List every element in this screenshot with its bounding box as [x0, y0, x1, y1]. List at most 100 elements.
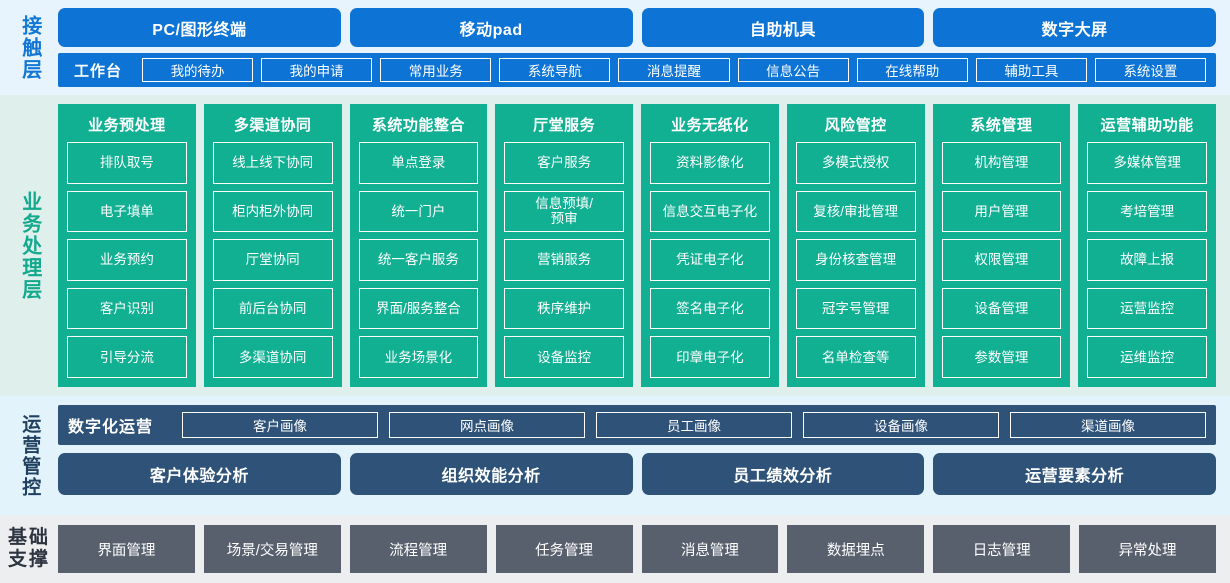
business-item[interactable]: 统一门户 [358, 190, 479, 233]
business-item[interactable]: 营销服务 [504, 239, 624, 281]
portrait-device[interactable]: 设备画像 [803, 412, 1000, 438]
channel-chip-digital-screen[interactable]: 数字大屏 [933, 8, 1216, 47]
business-item[interactable]: 多模式授权 [795, 142, 916, 184]
business-layer-label: 业务处理层 [0, 95, 58, 396]
digital-operations-row: 数字化运营 客户画像 网点画像 员工画像 设备画像 渠道画像 [58, 405, 1216, 445]
access-layer-label: 接触层 [0, 0, 58, 95]
analysis-org-efficiency[interactable]: 组织效能分析 [349, 453, 633, 495]
business-item[interactable]: 统一客户服务 [358, 239, 479, 281]
base-item-log-management[interactable]: 日志管理 [933, 525, 1071, 573]
analysis-employee-performance[interactable]: 员工绩效分析 [641, 453, 925, 495]
workbench-button-common-business[interactable]: 常用业务 [380, 58, 492, 82]
business-column-title: 系统功能整合 [371, 117, 465, 134]
workbench-button-message-alert[interactable]: 消息提醒 [618, 58, 730, 82]
business-item[interactable]: 秩序维护 [504, 287, 624, 330]
business-item[interactable]: 电子填单 [67, 190, 187, 233]
business-column-title: 业务无纸化 [671, 117, 749, 134]
business-item[interactable]: 单点登录 [358, 142, 479, 184]
base-item-exception-handling[interactable]: 异常处理 [1079, 525, 1216, 573]
business-item[interactable]: 界面/服务整合 [358, 287, 479, 330]
business-item[interactable]: 机构管理 [941, 142, 1062, 184]
business-column-items: 资料影像化 信息交互电子化 凭证电子化 签名电子化 印章电子化 [650, 142, 770, 378]
business-column-title: 风险管控 [824, 117, 887, 134]
workbench-button-aux-tools[interactable]: 辅助工具 [975, 58, 1087, 82]
business-layer-body: 业务预处理 排队取号 电子填单 业务预约 客户识别 引导分流 多渠道协同 线上线… [58, 95, 1230, 396]
operations-layer-label: 运营管控 [0, 396, 58, 515]
business-item[interactable]: 故障上报 [1087, 239, 1207, 281]
base-item-process-management[interactable]: 流程管理 [349, 525, 487, 573]
business-item[interactable]: 名单检查等 [795, 336, 916, 378]
workbench-button-online-help[interactable]: 在线帮助 [856, 58, 968, 82]
business-item[interactable]: 引导分流 [67, 336, 187, 378]
base-layer-label-text: 基础支撑 [8, 527, 50, 571]
business-column-items: 排队取号 电子填单 业务预约 客户识别 引导分流 [67, 142, 187, 378]
business-item[interactable]: 身份核查管理 [795, 239, 916, 281]
channel-chip-pc[interactable]: PC/图形终端 [58, 8, 341, 47]
access-layer-body: PC/图形终端 移动pad 自助机具 数字大屏 工作台 我的待办 我的申请 常用… [58, 0, 1230, 95]
business-column-risk-control: 风险管控 多模式授权 复核/审批管理 身份核查管理 冠字号管理 名单检查等 [786, 104, 925, 387]
business-item[interactable]: 设备管理 [941, 287, 1062, 330]
business-item[interactable]: 客户识别 [67, 287, 187, 330]
business-item[interactable]: 厅堂协同 [212, 239, 333, 281]
portrait-customer[interactable]: 客户画像 [182, 412, 379, 438]
business-item[interactable]: 多媒体管理 [1087, 142, 1207, 184]
base-item-ui-management[interactable]: 界面管理 [58, 525, 195, 573]
portrait-channel[interactable]: 渠道画像 [1010, 412, 1207, 438]
business-item[interactable]: 业务预约 [67, 239, 187, 281]
workbench-button-my-todo[interactable]: 我的待办 [142, 58, 254, 82]
business-column-items: 单点登录 统一门户 统一客户服务 界面/服务整合 业务场景化 [358, 142, 479, 378]
business-item[interactable]: 多渠道协同 [212, 336, 333, 378]
analysis-label: 运营要素分析 [1025, 468, 1125, 485]
business-item[interactable]: 线上线下协同 [212, 142, 333, 184]
business-item[interactable]: 信息交互电子化 [650, 190, 770, 233]
base-item-task-management[interactable]: 任务管理 [495, 525, 633, 573]
analysis-operation-factors[interactable]: 运营要素分析 [933, 453, 1216, 495]
workbench-button-my-application[interactable]: 我的申请 [261, 58, 373, 82]
access-layer-label-text: 接触层 [18, 14, 41, 81]
business-item[interactable]: 冠字号管理 [795, 287, 916, 330]
analysis-label: 客户体验分析 [149, 468, 249, 485]
business-item[interactable]: 业务场景化 [358, 336, 479, 378]
channel-label: 数字大屏 [1041, 21, 1108, 39]
business-column-title: 厅堂服务 [533, 117, 596, 134]
operations-layer-body: 数字化运营 客户画像 网点画像 员工画像 设备画像 渠道画像 客户体验分析 组织… [58, 396, 1230, 515]
business-column-title: 运营辅助功能 [1100, 117, 1194, 134]
channel-chip-mobile-pad[interactable]: 移动pad [349, 8, 633, 47]
business-item[interactable]: 柜内柜外协同 [212, 190, 333, 233]
business-item[interactable]: 印章电子化 [650, 336, 770, 378]
business-item[interactable]: 考培管理 [1087, 190, 1207, 233]
channel-chip-self-service[interactable]: 自助机具 [641, 8, 925, 47]
business-item[interactable]: 资料影像化 [650, 142, 770, 184]
business-item[interactable]: 排队取号 [67, 142, 187, 184]
business-column-system-management: 系统管理 机构管理 用户管理 权限管理 设备管理 参数管理 [932, 104, 1071, 387]
business-item[interactable]: 前后台协同 [212, 287, 333, 330]
business-item[interactable]: 设备监控 [504, 336, 624, 378]
business-column-operation-support: 运营辅助功能 多媒体管理 考培管理 故障上报 运营监控 运维监控 [1078, 104, 1216, 387]
workbench-button-system-navigation[interactable]: 系统导航 [499, 58, 611, 82]
business-item[interactable]: 权限管理 [941, 239, 1062, 281]
base-layer-label-line2: 支撑 [7, 549, 50, 570]
portrait-employee[interactable]: 员工画像 [596, 412, 793, 438]
workbench-button-system-settings[interactable]: 系统设置 [1094, 58, 1206, 82]
business-column-title: 系统管理 [970, 117, 1033, 134]
access-layer: 接触层 PC/图形终端 移动pad 自助机具 数字大屏 工作台 我的待办 我的申… [0, 0, 1230, 95]
business-item[interactable]: 签名电子化 [650, 287, 770, 330]
portrait-branch[interactable]: 网点画像 [389, 412, 586, 438]
analysis-customer-experience[interactable]: 客户体验分析 [58, 453, 341, 495]
business-item[interactable]: 复核/审批管理 [795, 190, 916, 233]
base-item-data-tracking[interactable]: 数据埋点 [787, 525, 925, 573]
analysis-row: 客户体验分析 组织效能分析 员工绩效分析 运营要素分析 [58, 453, 1216, 495]
base-layer: 基础支撑 界面管理 场景/交易管理 流程管理 任务管理 消息管理 数据埋点 日志… [0, 515, 1230, 583]
business-item[interactable]: 凭证电子化 [650, 239, 770, 281]
base-item-scene-transaction-management[interactable]: 场景/交易管理 [203, 525, 341, 573]
business-layer-label-text: 业务处理层 [18, 190, 41, 301]
base-item-message-management[interactable]: 消息管理 [641, 525, 779, 573]
business-item[interactable]: 运维监控 [1087, 336, 1207, 378]
workbench-button-announcement[interactable]: 信息公告 [737, 58, 849, 82]
business-item[interactable]: 参数管理 [941, 336, 1062, 378]
business-item[interactable]: 运营监控 [1087, 287, 1207, 330]
business-column-items: 多媒体管理 考培管理 故障上报 运营监控 运维监控 [1087, 142, 1207, 378]
business-item[interactable]: 信息预填/ 预审 [504, 190, 624, 233]
business-item[interactable]: 客户服务 [504, 142, 624, 184]
business-item[interactable]: 用户管理 [941, 190, 1062, 233]
